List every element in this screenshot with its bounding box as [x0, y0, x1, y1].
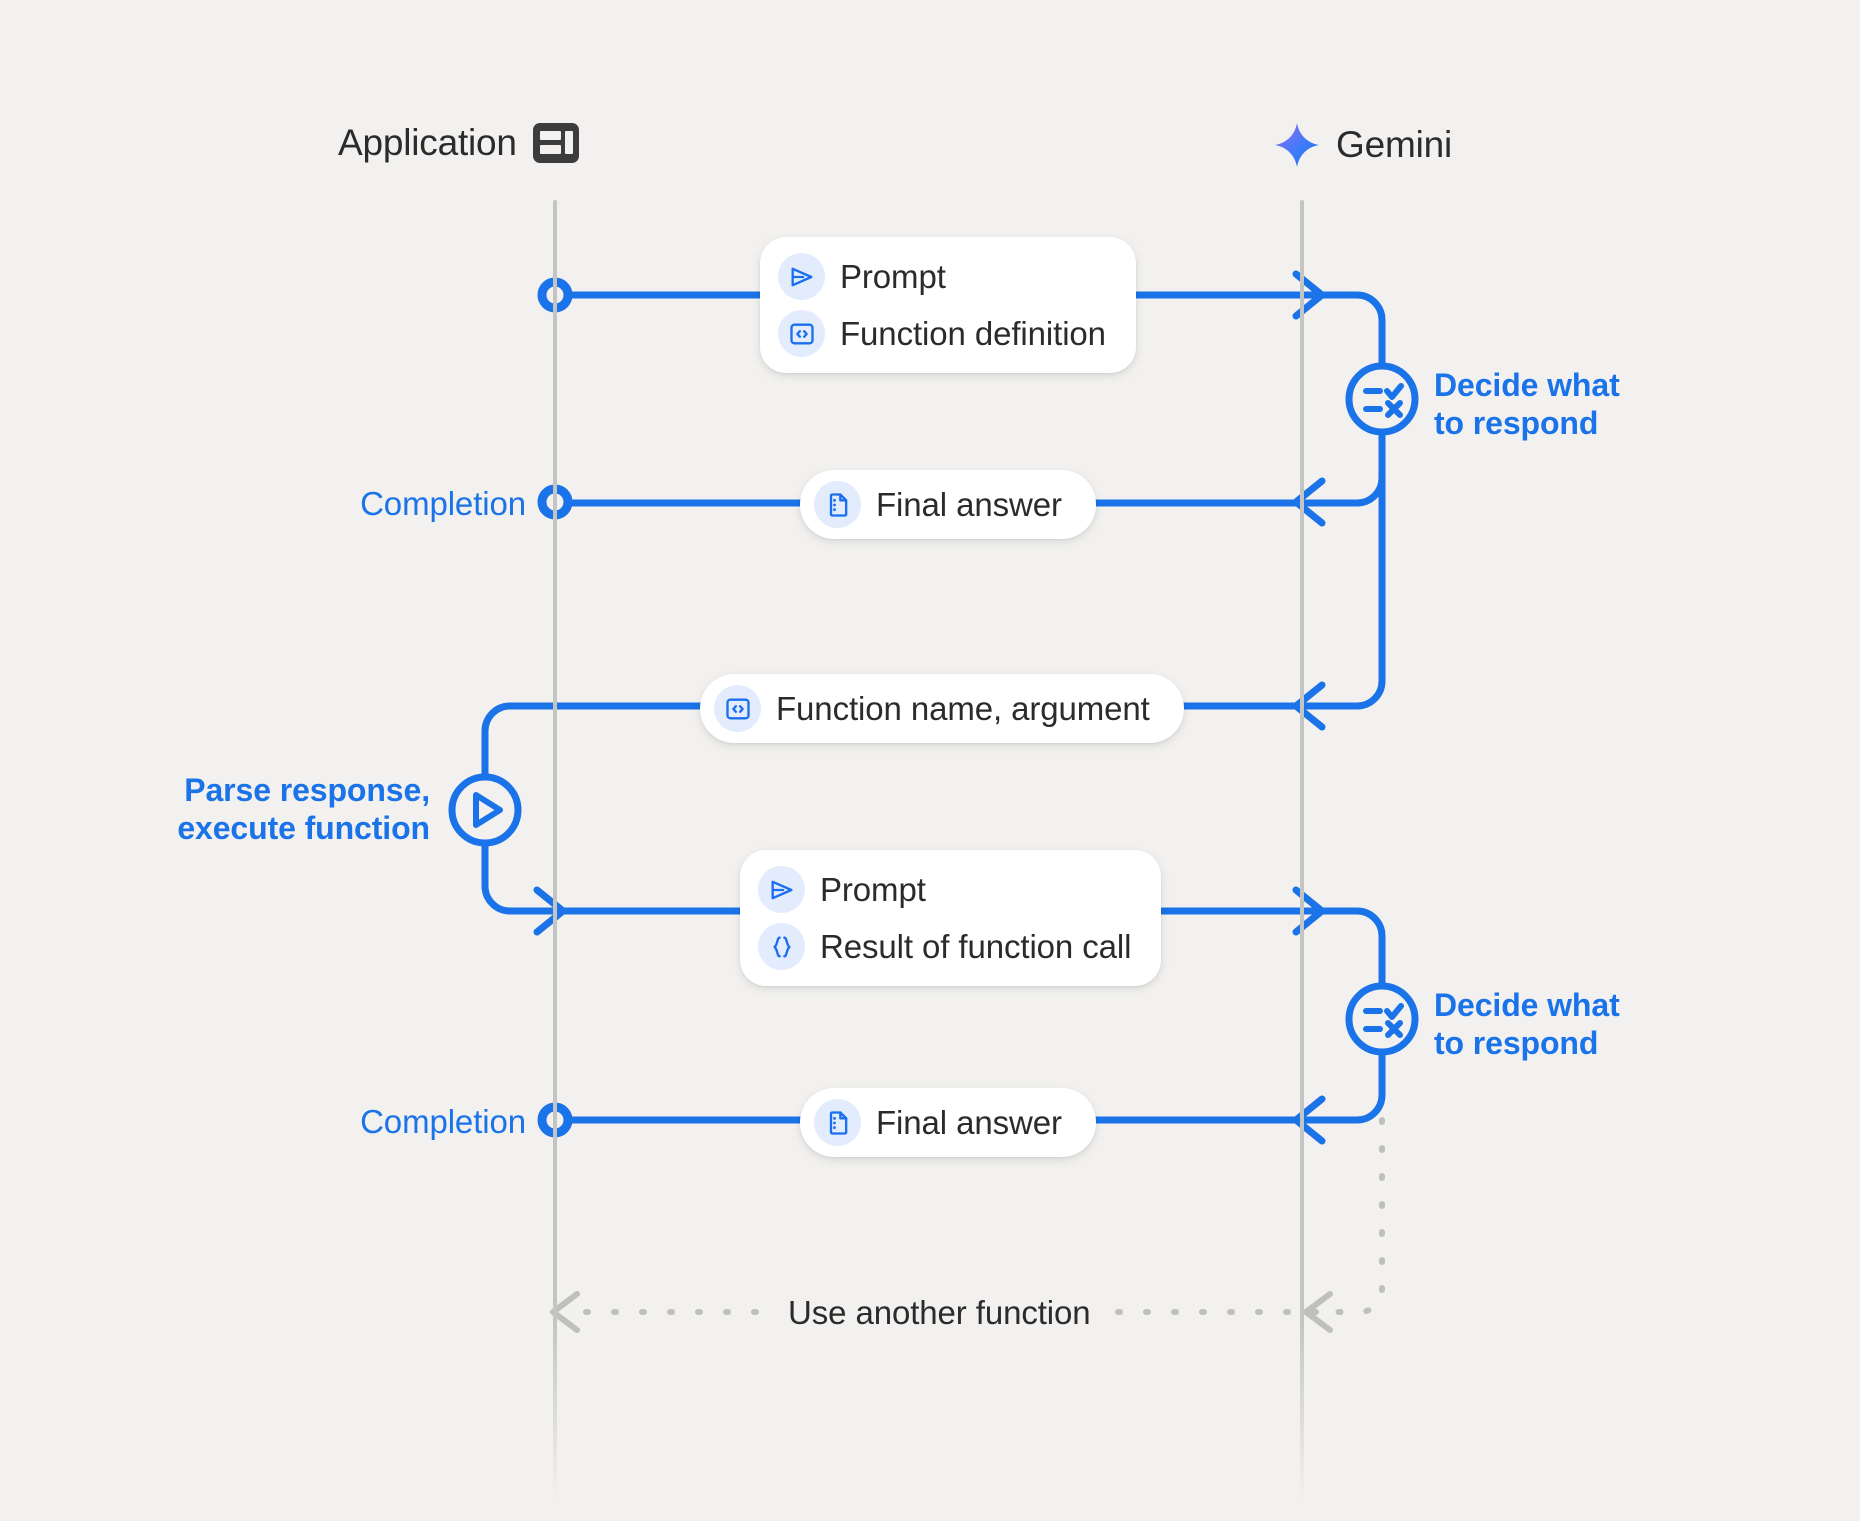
message-card-request-one: Prompt Function definition [760, 237, 1136, 373]
message-card-function-call: Function name, argument [700, 674, 1184, 743]
card-row: Prompt [778, 253, 1106, 300]
card-row: Result of function call [758, 923, 1131, 970]
label-completion-one: Completion [360, 485, 526, 522]
card-row: Function name, argument [714, 685, 1150, 732]
actor-application-label: Application [338, 122, 517, 163]
card-row-label: Prompt [820, 870, 926, 908]
code-brackets-icon [778, 310, 825, 357]
curly-braces-icon [758, 923, 805, 970]
card-row: Final answer [814, 481, 1062, 528]
actor-gemini-label: Gemini [1336, 124, 1452, 165]
decision-rule-icon-1 [1363, 383, 1404, 418]
play-circle-icon [473, 792, 503, 828]
send-prompt-icon [758, 866, 805, 913]
label-completion-two: Completion [360, 1103, 526, 1140]
card-row-label: Prompt [840, 257, 946, 295]
decision-rule-icon-2 [1363, 1003, 1404, 1038]
card-row: Final answer [814, 1099, 1062, 1146]
card-row: Function definition [778, 310, 1106, 357]
card-row: Prompt [758, 866, 1131, 913]
application-window-icon [532, 123, 579, 163]
lifeline-gemini [1300, 200, 1304, 1500]
annotation-decide-one: Decide what to respond [1434, 367, 1620, 441]
gemini-sparkle-icon [1274, 122, 1320, 168]
card-row-label: Final answer [876, 1103, 1062, 1141]
card-row-label: Function definition [840, 314, 1106, 352]
annotation-decide-two: Decide what to respond [1434, 987, 1620, 1061]
send-prompt-icon [778, 253, 825, 300]
label-loop-use-another-function: Use another function [772, 1294, 1107, 1332]
actor-application: Application [338, 122, 579, 164]
card-row-label: Result of function call [820, 927, 1132, 965]
card-row-label: Final answer [876, 485, 1062, 523]
message-card-final-answer-one: Final answer [800, 470, 1096, 539]
actor-gemini: Gemini [1274, 122, 1452, 168]
lifeline-application [553, 200, 557, 1500]
message-card-request-two: Prompt Result of function call [740, 850, 1162, 986]
card-row-label: Function name, argument [776, 689, 1150, 727]
message-card-final-answer-two: Final answer [800, 1088, 1096, 1157]
document-icon [814, 1099, 861, 1146]
code-brackets-icon [714, 685, 761, 732]
annotation-parse-execute: Parse response, execute function [177, 772, 430, 846]
document-icon [814, 481, 861, 528]
